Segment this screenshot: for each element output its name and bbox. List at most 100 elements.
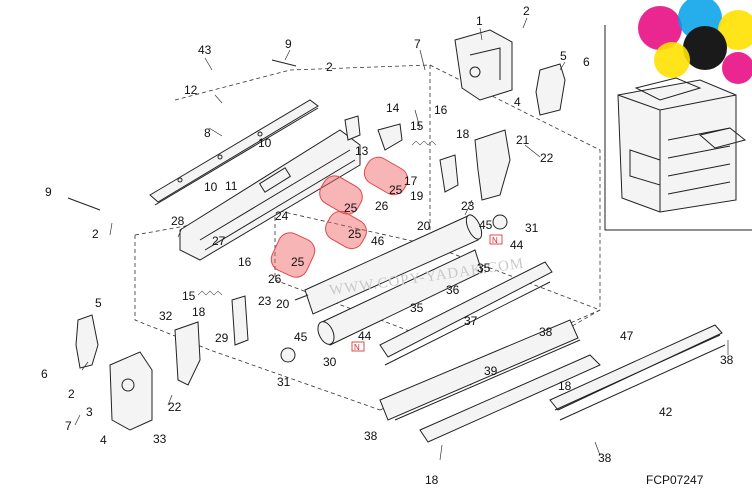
note-marker-n-b: N xyxy=(351,341,365,352)
part-label: 44 xyxy=(510,238,524,252)
part-label: 22 xyxy=(540,151,554,165)
part-9-screw-b xyxy=(67,197,101,211)
part-label: 12 xyxy=(184,83,198,97)
part-label: 20 xyxy=(417,219,431,233)
part-1-housing xyxy=(454,29,513,101)
part-label: 45 xyxy=(294,330,308,344)
part-label: 10 xyxy=(258,136,272,150)
part-label: 5 xyxy=(95,296,102,310)
leader-lines xyxy=(74,17,729,461)
part-label: 35 xyxy=(410,301,424,315)
lower-plate xyxy=(419,354,601,443)
part-label: 22 xyxy=(168,400,182,414)
part-label: 26 xyxy=(268,272,282,286)
part-5-left-cover xyxy=(75,314,99,369)
part-13-bracket xyxy=(344,115,361,141)
part-label: 35 xyxy=(477,261,491,275)
part-label: 2 xyxy=(326,60,333,74)
part-label: 33 xyxy=(153,432,167,446)
highlight-part-25 xyxy=(270,156,409,278)
part-label: 24 xyxy=(275,209,289,223)
part-label: 7 xyxy=(65,419,72,433)
part-label: 8 xyxy=(204,126,211,140)
part-label: 44 xyxy=(358,329,372,343)
part-label: 38 xyxy=(720,353,734,367)
part-label: 31 xyxy=(277,375,291,389)
part-33-left-housing xyxy=(109,351,153,431)
part-label: 18 xyxy=(425,473,439,487)
part-label: 2 xyxy=(523,4,530,18)
part-label: 2 xyxy=(68,387,75,401)
part-labels: 1 2 2 2 2 3 4 4 5 5 6 6 7 7 8 9 9 10 10 … xyxy=(41,4,734,487)
part-label: 25 xyxy=(389,183,403,197)
part-label: 38 xyxy=(598,451,612,465)
part-label: 28 xyxy=(171,214,185,228)
part-31-gear-b xyxy=(280,347,296,363)
note-marker-n-a: N xyxy=(489,234,503,245)
part-label: 16 xyxy=(238,255,252,269)
part-label: 5 xyxy=(560,49,567,63)
part-46-roller xyxy=(294,214,483,315)
part-label: 29 xyxy=(215,331,229,345)
part-15-spring-b xyxy=(197,290,223,296)
part-label: 20 xyxy=(276,297,290,311)
copier-machine-thumbnail xyxy=(604,25,752,231)
part-label: 3 xyxy=(86,405,93,419)
part-label: 37 xyxy=(464,314,478,328)
part-label: 26 xyxy=(375,199,389,213)
part-label: 39 xyxy=(484,364,498,378)
part-31-gear-a xyxy=(492,214,508,230)
part-label: 2 xyxy=(92,227,99,241)
part-label: 7 xyxy=(414,37,421,51)
part-label: 27 xyxy=(212,234,226,248)
part-label: 38 xyxy=(364,429,378,443)
part-label: 21 xyxy=(516,133,530,147)
part-label: 25 xyxy=(291,255,305,269)
part-label: 15 xyxy=(182,289,196,303)
part-label: 43 xyxy=(198,43,212,57)
part-15-spring-a xyxy=(411,140,437,146)
part-label: 9 xyxy=(45,185,52,199)
part-label: 23 xyxy=(258,294,272,308)
part-label: 19 xyxy=(410,189,424,203)
part-label: 4 xyxy=(100,433,107,447)
color-logo-circles xyxy=(638,0,752,84)
part-label: 16 xyxy=(434,103,448,117)
part-label: 13 xyxy=(355,144,369,158)
part-36-plate xyxy=(379,261,553,366)
part-29-bracket xyxy=(231,295,249,346)
part-label: 14 xyxy=(386,101,400,115)
part-label: 23 xyxy=(461,199,475,213)
part-label: 11 xyxy=(225,179,238,193)
part-label: 6 xyxy=(41,367,48,381)
part-label: 17 xyxy=(404,174,418,188)
part-5-right-cover xyxy=(535,63,566,116)
part-label: 42 xyxy=(659,405,673,419)
part-label: 10 xyxy=(204,180,218,194)
part-label: 15 xyxy=(410,119,424,133)
part-label: 32 xyxy=(159,309,173,323)
part-42-47-guide xyxy=(549,324,726,421)
part-label: 9 xyxy=(285,37,292,51)
part-label: 18 xyxy=(558,379,572,393)
part-label: 30 xyxy=(323,355,337,369)
part-label: 31 xyxy=(525,221,539,235)
part-9-screw-a xyxy=(271,59,297,67)
part-label: 1 xyxy=(476,14,483,28)
part-label: 38 xyxy=(539,325,553,339)
figure-code: FCP07247 xyxy=(646,473,704,487)
part-label: 18 xyxy=(192,305,206,319)
part-label: 25 xyxy=(344,201,358,215)
part-14-bracket xyxy=(377,123,403,151)
part-11-upper-frame xyxy=(179,129,361,261)
part-label: 6 xyxy=(583,55,590,69)
svg-text:N: N xyxy=(354,343,360,352)
part-30-roller xyxy=(317,249,483,346)
part-label: 36 xyxy=(446,283,460,297)
part-32-bracket xyxy=(174,321,201,386)
part-label: 46 xyxy=(371,234,385,248)
part-8-rail xyxy=(149,99,319,206)
part-label: 45 xyxy=(479,218,493,232)
part-label: 4 xyxy=(514,95,521,109)
part-39-plate xyxy=(379,319,581,421)
